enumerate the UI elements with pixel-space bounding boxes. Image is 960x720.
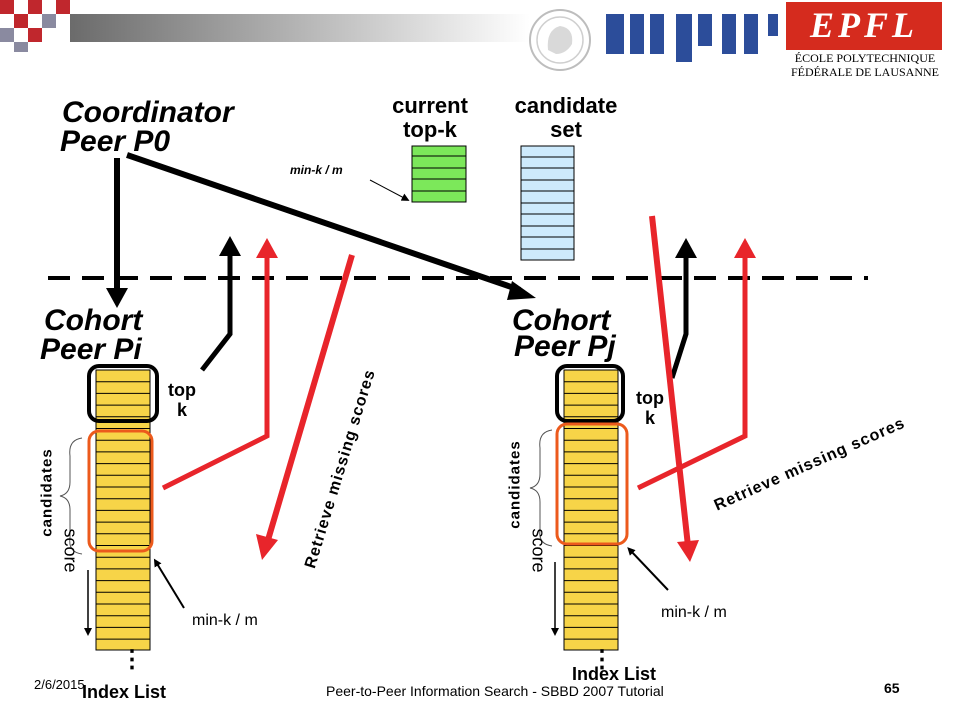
peer-j-mink-label: min-k / m: [661, 604, 727, 621]
peer-i-candidates-box: [87, 429, 154, 553]
peer-i-candidates-brace: [59, 437, 83, 555]
cohort-j-label-line1: Cohort: [512, 304, 611, 337]
mink-top-label: min-k / m: [290, 163, 343, 177]
coordinator-to-peer-j-arrow: [126, 152, 521, 293]
footer-date: 2/6/2015: [34, 677, 85, 692]
peer-i-ellipsis: ⋮: [120, 646, 144, 673]
peer-j-candidates-brace: [529, 429, 553, 547]
peer-j-ellipsis: ⋮: [590, 646, 614, 673]
peer-i-mink-pointer: [153, 558, 185, 609]
peer-j-topk-box: [555, 364, 625, 423]
peer-j-index-list: [563, 369, 619, 651]
peer-i-mink-label: min-k / m: [192, 612, 258, 629]
peer-j-candidates-up-arrow: [636, 256, 748, 491]
footer-title: Peer-to-Peer Information Search - SBBD 2…: [326, 683, 664, 699]
cohort-j-label-line2: Peer Pj: [514, 330, 616, 363]
peer-j-topk-line1: top: [636, 388, 664, 408]
coordinator-label-line1: Coordinator: [62, 96, 234, 129]
current-topk-list: [411, 145, 467, 203]
peer-i-index-list-label: Index List: [82, 682, 167, 702]
peer-j-mink-pointer: [627, 547, 669, 591]
peer-j-retrieve-arrow: [649, 215, 691, 547]
peer-i-retrieve-arrowhead: [256, 534, 278, 560]
candidate-set-label-line1: candidate: [514, 93, 618, 118]
peer-j-topk-up-arrow: [669, 256, 689, 379]
epfl-name-line1: ÉCOLE POLYTECHNIQUE: [794, 51, 936, 65]
peer-j-candidates-label: candidates: [506, 440, 524, 529]
peer-j-index-list-label: Index List: [572, 664, 657, 684]
minerva-seal-logo: [529, 9, 591, 71]
candidate-set-label-line2: set: [550, 117, 582, 142]
peer-i-candidates-up-arrowhead: [256, 238, 278, 258]
coordinator-to-peer-j-arrowhead: [507, 281, 536, 300]
mink-top-pointer: [369, 179, 410, 201]
candidate-set-list: [520, 145, 575, 261]
peer-i-topk-line1: top: [168, 380, 196, 400]
peer-i-score-label: score: [60, 528, 81, 573]
peer-i-candidates-label: candidates: [38, 448, 56, 537]
peer-j-candidates-up-arrowhead: [734, 238, 756, 258]
epfl-name-line2: FÉDÉRALE DE LAUSANNE: [791, 65, 939, 79]
checker-decoration: [0, 0, 70, 52]
peer-i-topk-up-arrow: [200, 252, 233, 372]
current-topk-label-line2: top-k: [403, 117, 457, 142]
peer-j-candidates-box: [555, 422, 629, 546]
footer-page-number: 65: [884, 680, 900, 696]
peer-i-retrieve-arrow: [265, 254, 355, 541]
peer-i-topk-line2: k: [176, 400, 187, 420]
coordinator-to-peer-i-arrowhead: [106, 288, 128, 308]
peer-j-topk-up-arrowhead: [675, 238, 697, 258]
peer-j-score-label: score: [528, 528, 549, 573]
cohort-i-label-line1: Cohort: [44, 304, 143, 337]
peer-i-candidates-up-arrow: [161, 256, 270, 491]
cohort-i-label-line2: Peer Pi: [40, 333, 142, 366]
peer-i-topk-label: top k: [158, 380, 206, 420]
epfl-logo-block: [786, 2, 942, 50]
mpi-logo: [606, 14, 778, 62]
peer-i-topk-box: [87, 364, 159, 423]
header-gradient-bar: [70, 14, 530, 42]
peer-j-topk-label: top k: [626, 388, 674, 428]
peer-i-topk-up-arrowhead: [219, 236, 241, 256]
peer-j-topk-line2: k: [644, 408, 655, 428]
peer-j-retrieve-arrowhead: [677, 540, 699, 562]
peer-i-index-list: [95, 369, 151, 651]
current-topk-label-line1: current: [392, 93, 468, 118]
epfl-logo-text: EPFL: [809, 5, 918, 45]
coordinator-label-line2: Peer P0: [60, 125, 171, 158]
